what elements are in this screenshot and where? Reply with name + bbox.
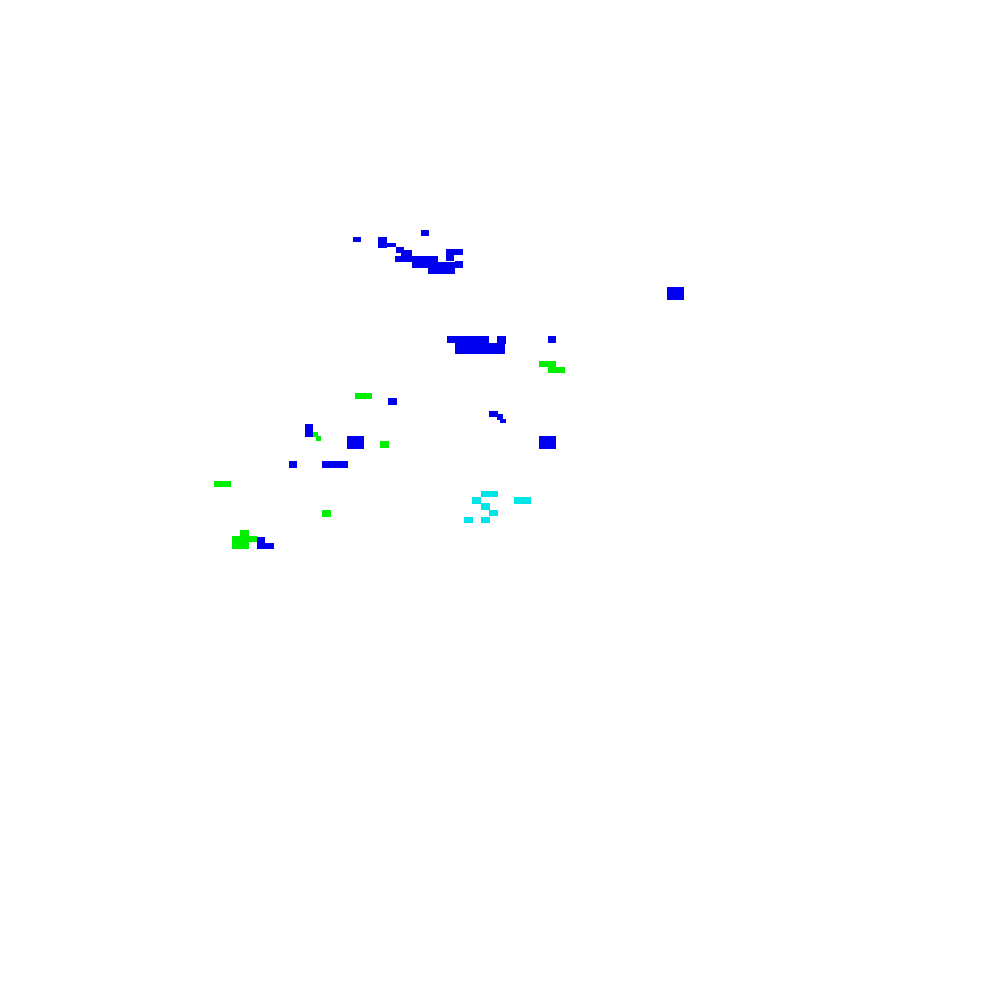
blue-patch	[455, 336, 489, 344]
cyan-patch	[481, 517, 490, 523]
blue-patch	[446, 255, 454, 261]
green-patch	[240, 530, 249, 536]
blue-patch	[353, 237, 361, 242]
blue-patch	[257, 543, 274, 549]
blue-patch	[421, 230, 429, 236]
green-patch	[232, 542, 249, 549]
blue-patch	[539, 436, 556, 449]
blue-patch	[412, 256, 438, 263]
blue-patch	[388, 398, 397, 405]
blue-patch	[667, 287, 684, 300]
cyan-patch	[464, 517, 473, 523]
cyan-patch	[489, 510, 498, 516]
blue-patch	[401, 250, 412, 258]
green-patch	[214, 481, 231, 487]
blue-patch	[257, 537, 265, 544]
blue-patch	[455, 261, 463, 268]
blue-patch	[489, 411, 498, 417]
blue-patch	[289, 461, 297, 468]
blue-patch	[396, 247, 404, 253]
blue-patch	[347, 436, 364, 449]
green-patch	[548, 367, 565, 373]
green-patch	[316, 436, 321, 441]
green-patch	[380, 441, 389, 448]
blue-patch	[378, 237, 387, 248]
cyan-patch	[481, 491, 498, 497]
blue-patch	[455, 343, 505, 354]
cyan-patch	[481, 503, 490, 510]
blue-patch	[305, 424, 313, 437]
green-patch	[232, 536, 257, 542]
green-patch	[313, 432, 318, 437]
blue-patch	[497, 414, 503, 420]
blue-patch	[446, 249, 463, 255]
green-patches	[214, 361, 565, 549]
green-patch	[539, 361, 556, 367]
green-patch	[322, 510, 331, 517]
blue-patch	[548, 336, 556, 343]
blue-patch	[437, 268, 455, 274]
cyan-patch	[472, 497, 481, 504]
blue-patch	[497, 336, 506, 344]
cyan-patch	[514, 497, 531, 504]
blue-patches	[257, 230, 684, 549]
blue-patch	[395, 256, 413, 262]
blue-patch	[500, 419, 506, 423]
blue-patch	[322, 461, 348, 468]
blue-patch	[412, 262, 430, 268]
green-patch	[355, 393, 372, 399]
blue-patch	[387, 243, 396, 247]
cyan-patches	[464, 491, 531, 523]
blue-patch	[447, 336, 455, 343]
